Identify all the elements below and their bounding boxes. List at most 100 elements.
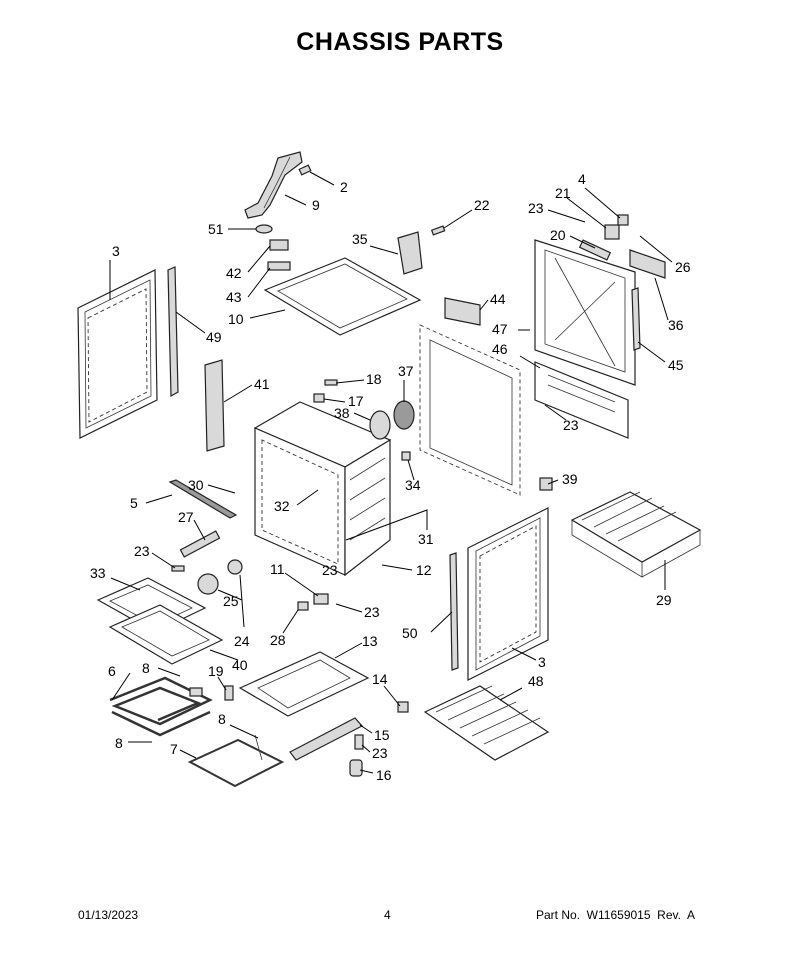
callout-8-c: 8 (115, 735, 123, 751)
part-39-clip (539, 477, 553, 491)
callout-22: 22 (474, 197, 490, 213)
callout-38: 38 (334, 405, 350, 421)
callout-40: 40 (232, 657, 248, 673)
callout-19: 19 (208, 663, 224, 679)
callout-23-top: 23 (528, 200, 544, 216)
callout-23-low: 23 (372, 745, 388, 761)
part-7-element (187, 734, 285, 788)
callout-13: 13 (362, 633, 378, 649)
callout-39: 39 (562, 471, 578, 487)
part-23-screw-bottom (354, 734, 364, 750)
part-11-sensor (313, 593, 329, 605)
part-20-hinge (578, 239, 612, 261)
callout-4: 4 (578, 171, 586, 187)
part-27-igniter (179, 530, 221, 558)
callout-14: 14 (372, 671, 388, 687)
part-43-bracket (267, 261, 291, 271)
footer-part-no: Part No. W11659015 Rev. A (536, 908, 695, 922)
part-22-screw (430, 225, 446, 236)
callout-51: 51 (208, 221, 224, 237)
part-49-strip (167, 266, 179, 398)
callout-33: 33 (90, 565, 106, 581)
callout-3: 3 (112, 243, 120, 259)
part-13-heat-shield (238, 651, 370, 717)
callout-numbers: 2 9 51 3 42 43 10 49 41 5 30 27 23 33 32… (90, 171, 691, 783)
part-3-door-frame-right (467, 507, 549, 681)
part-oven-cavity (253, 401, 392, 577)
part-47-back-frame (534, 239, 636, 386)
callout-21: 21 (555, 185, 571, 201)
callout-15: 15 (374, 727, 390, 743)
part-38-fan-cover (369, 410, 391, 440)
callout-3-right: 3 (538, 654, 546, 670)
callout-37: 37 (398, 363, 414, 379)
part-34-screw (401, 451, 411, 461)
part-40-plate (108, 604, 224, 665)
callout-8-a: 8 (142, 660, 150, 676)
page-title: CHASSIS PARTS (296, 28, 504, 56)
part-9-bracket (244, 151, 303, 219)
callout-50: 50 (402, 625, 418, 641)
callout-45: 45 (668, 357, 684, 373)
callout-49: 49 (206, 329, 222, 345)
callout-8-b: 8 (218, 711, 226, 727)
callout-12: 12 (416, 562, 432, 578)
part-19-clip (224, 685, 234, 701)
callout-28: 28 (270, 632, 286, 648)
part-48-rack (423, 685, 550, 761)
callout-26: 26 (675, 259, 691, 275)
part-28-screw (297, 601, 309, 611)
part-45-strip (631, 287, 641, 351)
part-51-washer (255, 224, 273, 234)
callout-25: 25 (223, 593, 239, 609)
callout-2: 2 (340, 179, 348, 195)
part-42-clip (269, 239, 289, 251)
part-50-strip (449, 552, 459, 671)
callout-6: 6 (108, 663, 116, 679)
part-25-knob (197, 573, 219, 595)
callout-29: 29 (656, 592, 672, 608)
callout-35: 35 (352, 231, 368, 247)
callout-23: 23 (134, 543, 150, 559)
callout-30: 30 (188, 477, 204, 493)
part-16-leg (349, 759, 363, 777)
callout-5: 5 (130, 495, 138, 511)
callout-11: 11 (270, 561, 285, 577)
callout-32: 32 (274, 498, 290, 514)
part-46-lower-panel (534, 361, 629, 439)
callout-17: 17 (348, 393, 364, 409)
part-15-bracket (289, 717, 363, 761)
part-35-bracket (397, 231, 423, 275)
callout-9: 9 (312, 197, 320, 213)
callout-41: 41 (254, 376, 270, 392)
part-41-panel (204, 359, 225, 452)
callout-10: 10 (228, 311, 244, 327)
footer-page: 4 (384, 908, 391, 922)
callout-46: 46 (492, 341, 508, 357)
callout-34: 34 (405, 477, 421, 493)
part-18-screw (324, 379, 338, 386)
part-19-bracket (189, 687, 203, 697)
callout-16: 16 (376, 767, 392, 783)
part-44-plate (444, 297, 481, 326)
callout-36: 36 (668, 317, 684, 333)
callout-18: 18 (366, 371, 382, 387)
part-23-screw-left (171, 565, 185, 572)
callout-27: 27 (178, 509, 194, 525)
part-6-bake-element (109, 676, 213, 737)
callout-43: 43 (226, 289, 242, 305)
callout-23-mid: 23 (322, 562, 338, 578)
callout-47: 47 (492, 321, 508, 337)
part-10-top-panel (263, 257, 422, 336)
part-5-element (168, 479, 238, 519)
part-37-fan-blade (393, 400, 415, 430)
part-4-nut (617, 214, 629, 226)
part-24-valve (227, 559, 243, 575)
callout-44: 44 (490, 291, 506, 307)
callout-48: 48 (528, 673, 544, 689)
footer-date: 01/13/2023 (78, 908, 139, 922)
callout-31: 31 (418, 531, 434, 547)
part-2-screw (298, 164, 312, 176)
part-36-plate (629, 249, 666, 279)
part-29-rack (570, 491, 702, 578)
